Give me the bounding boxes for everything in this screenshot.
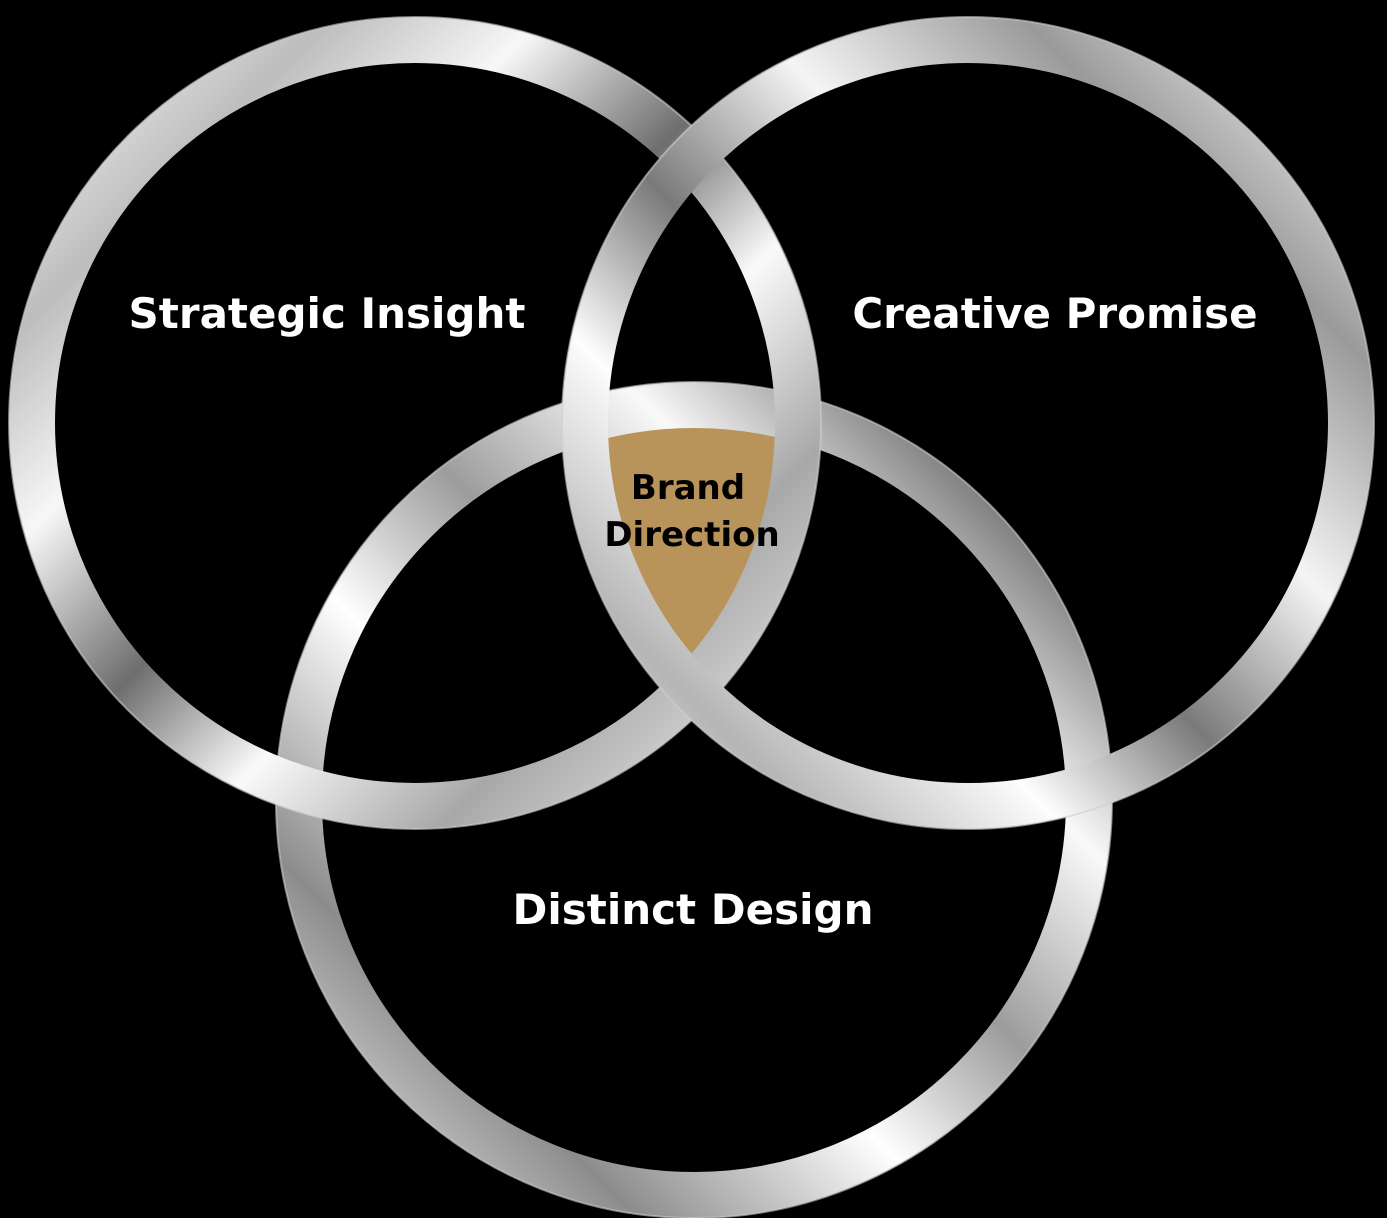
label-strategic-insight: Strategic Insight bbox=[129, 289, 526, 338]
center-label-line1: Brand bbox=[631, 468, 745, 508]
ring-strategic-insight bbox=[8, 16, 822, 830]
ring-creative-promise bbox=[561, 16, 1375, 830]
label-creative-promise: Creative Promise bbox=[852, 289, 1257, 338]
label-distinct-design: Distinct Design bbox=[513, 885, 874, 934]
center-label-line2: Direction bbox=[604, 515, 779, 555]
